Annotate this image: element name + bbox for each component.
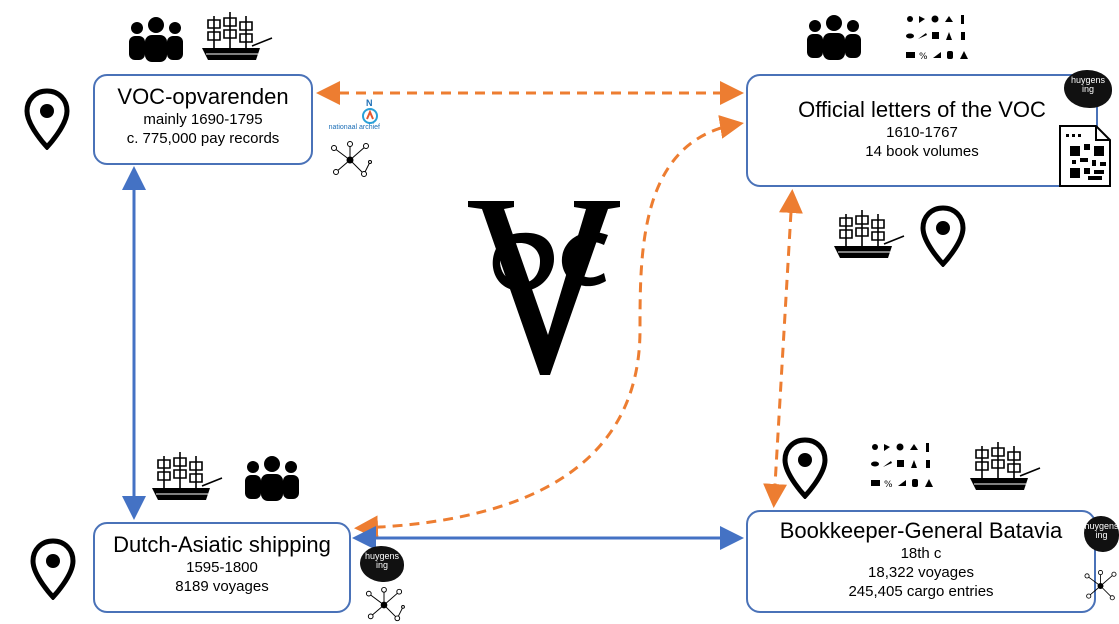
huygens-ing-text: huygens ing [1070,75,1106,94]
map-pin-icon [30,538,76,600]
svg-text:N: N [366,98,373,108]
node-line: mainly 1690-1795 [143,111,263,128]
node-line: c. 775,000 pay records [126,130,280,147]
huygens-ing-text: huygens ing [1084,521,1119,540]
svg-text:%: % [884,480,893,490]
huygens-ing-logo: huygens ing [1064,70,1112,108]
ship-icon [834,210,905,258]
link-official-bookkeeper [763,189,803,508]
link-official-dutchasiatic [354,115,744,540]
commodities-icon: % [906,15,968,62]
node-official-letters: Official letters of the VOC 1610-1767 14… [746,74,1098,187]
huygens-ing-logo: huygens ing [1084,516,1119,552]
huygens-ing-logo: huygens ing [360,546,404,582]
people-icon [807,15,861,60]
node-line: 245,405 cargo entries [848,583,994,600]
node-title: Official letters of the VOC [798,97,1046,122]
node-line: 14 book volumes [865,143,979,160]
document-qr-icon [1059,125,1111,187]
map-pin-icon [24,88,70,150]
node-line: 1610-1767 [886,124,958,141]
svg-text:%: % [919,52,928,62]
node-line: 8189 voyages [175,578,269,595]
nationaal-archief-emblem-icon: N [362,98,378,124]
network-icon [1084,570,1117,601]
network-icon [365,586,405,622]
ship-icon [152,452,223,500]
nationaal-archief-logo: N nationaal archief [322,98,380,132]
map-pin-icon [920,205,966,267]
huygens-ing-text: huygens ing [364,551,400,570]
node-line: 18th c [900,545,942,562]
ship-icon [970,442,1041,490]
people-icon [129,17,183,62]
node-title: VOC-opvarenden [117,84,289,109]
node-line: 18,322 voyages [868,564,974,581]
commodities-icon: % [871,443,933,490]
map-pin-icon [782,437,828,499]
people-icon [245,456,299,501]
network-icon [331,141,372,177]
node-dutch-asiatic-shipping: Dutch-Asiatic shipping 1595-1800 8189 vo… [93,522,351,613]
node-line: 1595-1800 [186,559,258,576]
node-bookkeeper-general: Bookkeeper-General Batavia 18th c 18,322… [746,510,1096,613]
node-voc-opvarenden: VOC-opvarenden mainly 1690-1795 c. 775,0… [93,74,313,165]
node-title: Bookkeeper-General Batavia [779,518,1063,543]
node-title: Dutch-Asiatic shipping [113,532,331,557]
nationaal-archief-text: nationaal archief [328,124,380,131]
ship-icon [202,12,273,60]
voc-monogram-logo [468,201,620,375]
